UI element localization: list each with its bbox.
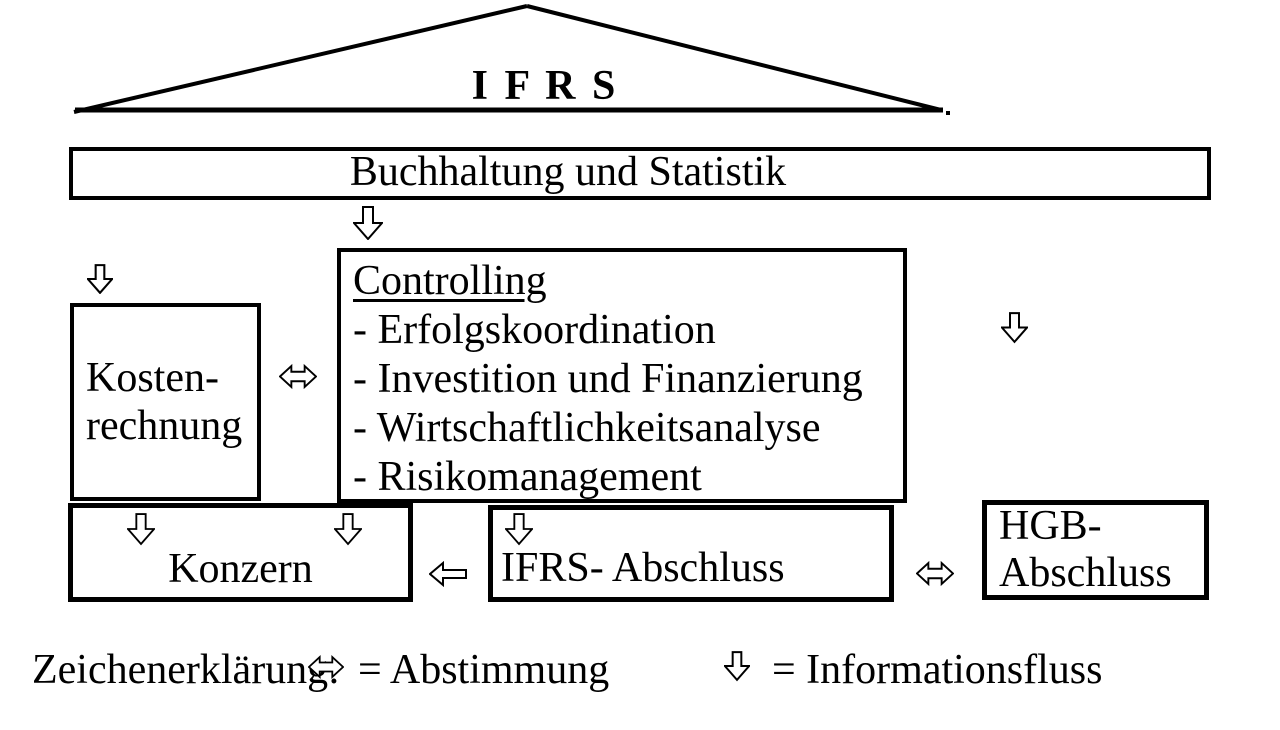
kostenrechnung-label-line1: Kosten- [86,355,219,401]
controlling-item: - Erfolgskoordination [353,307,716,353]
left-right-arrow-icon [916,560,954,587]
roof-title: I F R S [471,63,619,109]
controlling-item: - Wirtschaftlichkeitsanalyse [353,405,821,451]
down-arrow-icon [505,513,533,546]
left-arrow-icon [429,561,467,587]
left-right-arrow-icon [279,363,317,390]
down-arrow-icon [334,513,362,546]
controlling-item: - Investition und Finanzierung [353,356,863,402]
roof-triangle [73,4,950,115]
controlling-box: Controlling - Erfolgskoordination - Inve… [337,248,907,503]
ifrs-abschluss-label: IFRS- Abschluss [501,544,785,591]
kostenrechnung-box: Kosten- rechnung [70,303,261,501]
hgb-label-line1: HGB- [999,503,1102,549]
buchhaltung-box: Buchhaltung und Statistik [69,147,1211,200]
controlling-title: Controlling [353,258,547,304]
down-arrow-icon [724,651,750,682]
down-arrow-icon [353,206,383,240]
down-arrow-icon [127,513,155,546]
left-right-arrow-icon [308,655,344,679]
hgb-label-line2: Abschluss [999,550,1172,596]
hgb-abschluss-box: HGB- Abschluss [982,500,1209,600]
konzern-label: Konzern [168,545,313,592]
down-arrow-icon [87,264,113,294]
buchhaltung-label: Buchhaltung und Statistik [349,149,787,195]
controlling-item: - Risikomanagement [353,454,702,500]
konzern-box: Konzern [68,503,413,602]
kostenrechnung-label-line2: rechnung [86,403,243,449]
ifrs-abschluss-box: IFRS- Abschluss [488,505,894,602]
down-arrow-icon [1001,312,1028,344]
legend-title: Zeichenerklärung: [32,647,340,693]
legend-informationsfluss: = Informationsfluss [772,647,1103,693]
legend-abstimmung: = Abstimmung [358,647,610,693]
